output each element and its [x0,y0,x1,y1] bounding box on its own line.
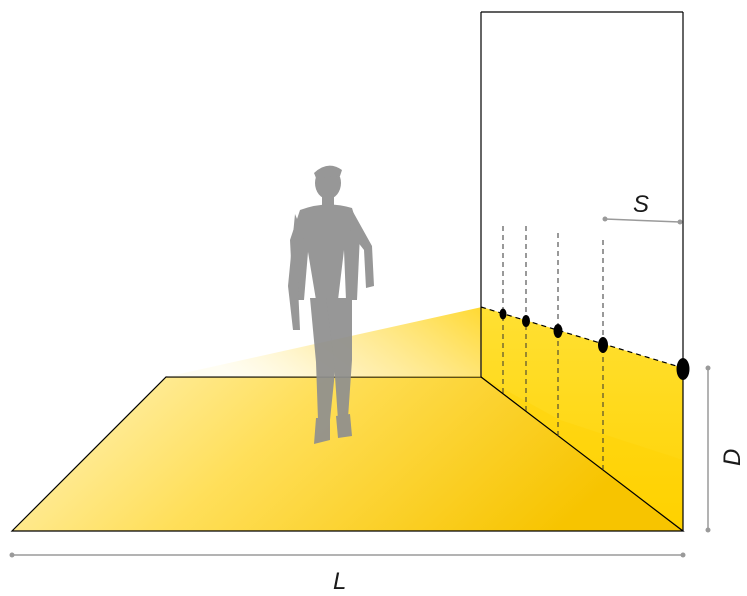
spacing-dimension [602,216,683,225]
light-fixture-1 [499,308,507,320]
light-fixture-2 [522,315,530,327]
floor-wall-edge [480,376,684,532]
length-label: L [333,568,346,595]
light-fixture-4 [598,337,608,353]
length-dimension [9,552,686,558]
light-fixture-3 [553,324,563,338]
light-fixture-5 [676,358,690,380]
person-silhouette [288,165,374,444]
spacing-label: S [633,191,649,218]
lit-wall-section [482,307,683,531]
fixture-track-line [480,306,684,369]
depth-label: D [719,449,746,466]
depth-dimension [705,365,711,533]
